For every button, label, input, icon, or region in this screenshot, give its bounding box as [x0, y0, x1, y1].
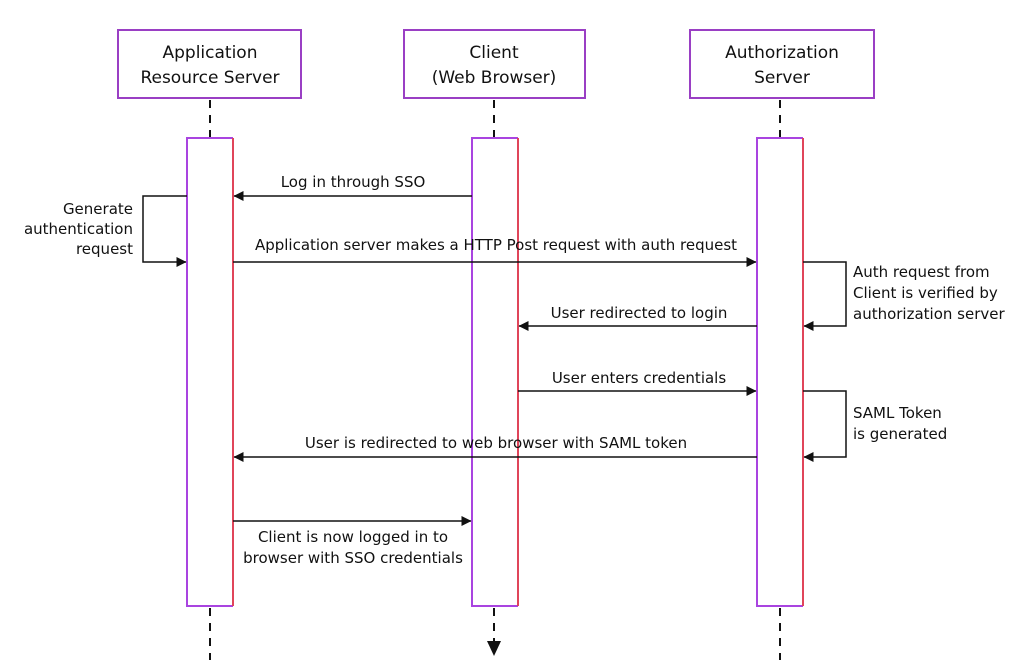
message-login-sso-label: Log in through SSO — [281, 173, 426, 191]
self-call-generate-auth-line2: authentication — [24, 220, 133, 238]
participant-auth-line2: Server — [754, 68, 810, 88]
activation-auth — [756, 137, 804, 607]
message-logged-in-label-line1: Client is now logged in to — [258, 528, 448, 546]
participant-client-box — [403, 29, 586, 99]
self-call-generate-auth-line3: request — [76, 240, 133, 258]
participant-client-line1: Client — [469, 43, 519, 63]
lifeline-client-arrowhead — [487, 641, 501, 656]
message-logged-in-label-line2: browser with SSO credentials — [243, 549, 463, 567]
participant-app-line1: Application — [163, 43, 258, 63]
self-call-verify-auth-line1: Auth request from — [853, 263, 990, 281]
self-call-verify-auth-line3: authorization server — [853, 305, 1005, 323]
self-call-generate-auth-arrow — [142, 195, 187, 267]
activation-app — [186, 137, 234, 607]
self-call-generate-auth-line1: Generate — [63, 200, 133, 218]
participant-client-line2: (Web Browser) — [432, 68, 557, 88]
message-redirect-saml-label: User is redirected to web browser with S… — [305, 434, 687, 452]
self-call-saml-generated-line2: is generated — [853, 425, 947, 443]
self-call-verify-auth-arrow — [803, 261, 847, 331]
message-redirect-login-label: User redirected to login — [551, 304, 728, 322]
participant-app-line2: Resource Server — [140, 68, 279, 88]
self-call-verify-auth-line2: Client is verified by — [853, 284, 998, 302]
message-http-post-label: Application server makes a HTTP Post req… — [255, 236, 737, 254]
self-call-saml-generated-line1: SAML Token — [853, 404, 942, 422]
participant-auth-line1: Authorization — [725, 43, 839, 63]
message-enter-credentials-label: User enters credentials — [552, 369, 727, 387]
participant-app-box — [117, 29, 302, 99]
participant-auth-box — [689, 29, 875, 99]
activation-client — [471, 137, 519, 607]
self-call-saml-generated-arrow — [803, 390, 847, 462]
